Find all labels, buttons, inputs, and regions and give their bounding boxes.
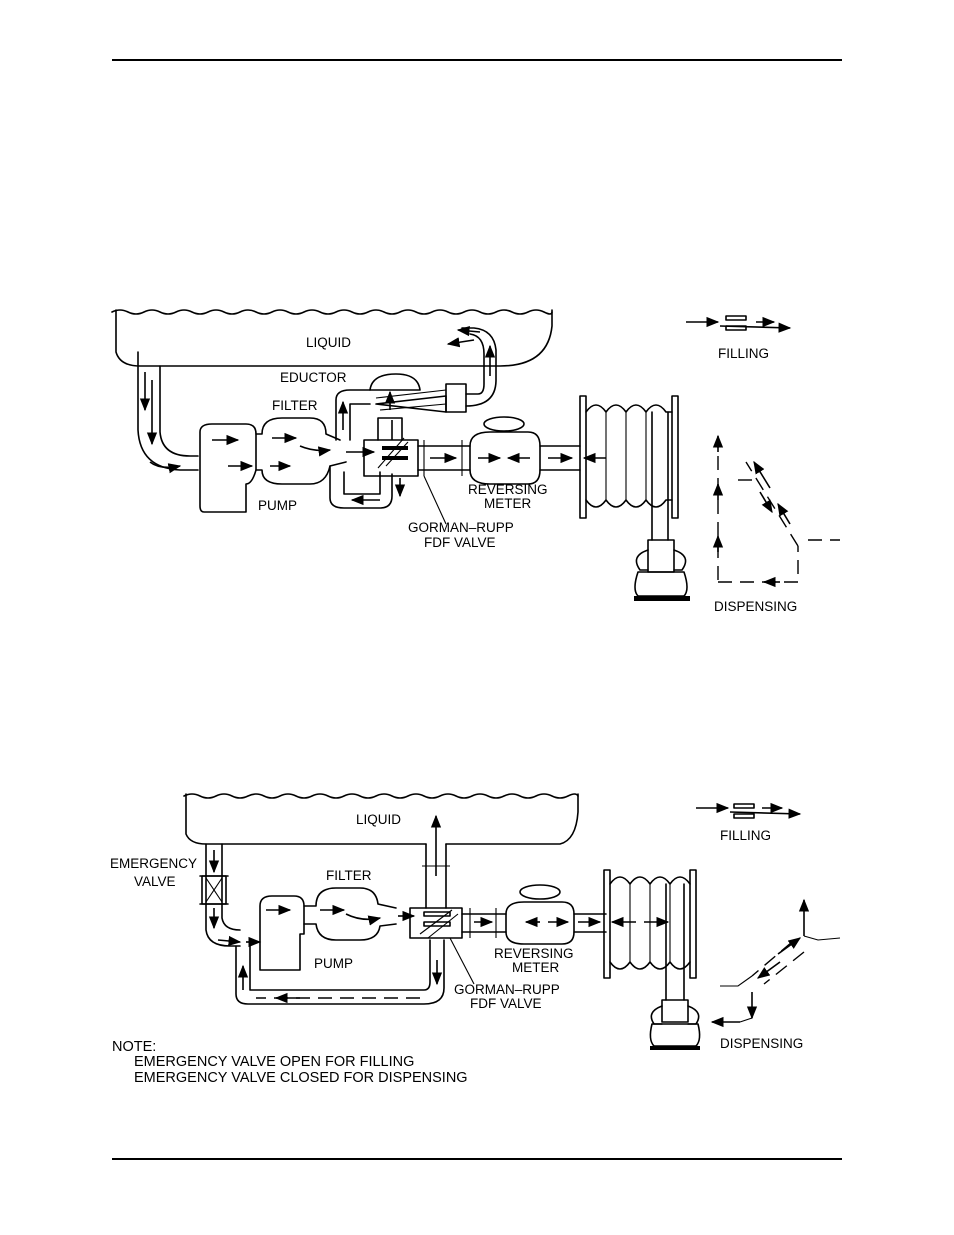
bottom-rule [112,1158,842,1160]
legend-filling [686,316,790,330]
emergency-valve-label-1: EMERGENCY [110,856,197,871]
legend-dispensing [712,900,840,1022]
fdf-valve [346,418,418,476]
filter [256,418,346,484]
diagram-eductor-system: LIQUID EDUCTOR FILTER PUMP REVERSING MET… [0,300,954,620]
liquid-label: LIQUID [356,812,401,827]
diagram-emergency-valve-system: LIQUID EMERGENCY VALVE FILTER PUMP REVER… [0,780,954,1090]
eductor [370,374,466,412]
nozzle [634,540,690,601]
note-title: NOTE: [112,1039,156,1055]
top-rule [112,59,842,61]
reversing-meter-label-2: METER [484,496,532,511]
valve-label-2: FDF VALVE [470,996,542,1011]
filling-label: FILLING [718,346,769,361]
reversing-meter [506,885,574,944]
pump [260,896,304,970]
eductor-label: EDUCTOR [280,370,347,385]
valve-label-2: FDF VALVE [424,535,496,550]
valve-label-1: GORMAN–RUPP [408,520,514,535]
pump-label: PUMP [314,956,353,971]
legend-filling [696,804,800,818]
liquid-label: LIQUID [306,335,351,350]
pump-label: PUMP [258,498,297,513]
reversing-meter [470,417,540,484]
reversing-meter-label-1: REVERSING [494,946,574,961]
note: NOTE: EMERGENCY VALVE OPEN FOR FILLING E… [112,1039,468,1086]
filter-label: FILTER [272,398,318,413]
nozzle [650,1000,700,1050]
dispensing-label: DISPENSING [714,599,797,614]
filling-label: FILLING [720,828,771,843]
emergency-valve-label-2: VALVE [134,874,176,889]
filter-label: FILTER [326,868,372,883]
note-line-1: EMERGENCY VALVE OPEN FOR FILLING [134,1054,414,1070]
dispensing-label: DISPENSING [720,1036,803,1051]
pump [200,424,256,512]
fdf-valve [398,908,462,938]
hose-reel [604,870,696,1000]
hose-reel [580,396,678,540]
reversing-meter-label-2: METER [512,960,560,975]
emergency-valve [200,876,228,904]
reversing-meter-label-1: REVERSING [468,482,548,497]
legend-dispensing [718,436,840,582]
filter [304,888,396,940]
note-line-2: EMERGENCY VALVE CLOSED FOR DISPENSING [134,1070,468,1086]
valve-label-1: GORMAN–RUPP [454,982,560,997]
